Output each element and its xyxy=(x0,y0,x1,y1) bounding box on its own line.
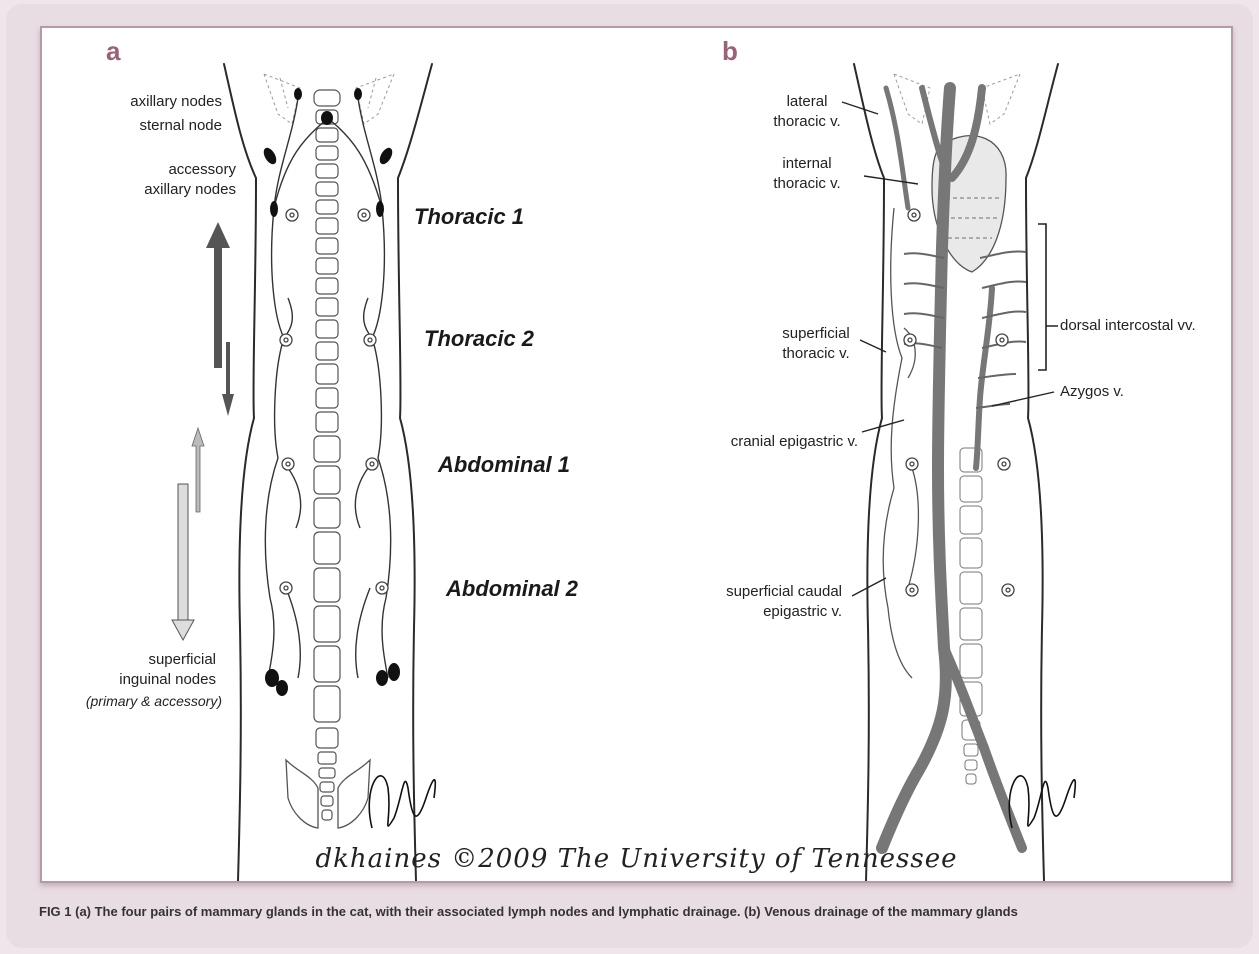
panel-label-b: b xyxy=(722,36,738,67)
drainage-arrows-a xyxy=(172,222,234,640)
copyright-credit: dkhaines ©2009 The University of Tenness… xyxy=(42,844,1231,874)
label-dorsal-intercostal-vv: dorsal intercostal vv. xyxy=(1060,316,1196,335)
label-superficial-thoracic-v: thoracic v. xyxy=(766,344,866,363)
label-primary-accessory: (primary & accessory) xyxy=(52,692,222,711)
label-inguinal-nodes: inguinal nodes xyxy=(62,670,216,689)
body-outline-b-right xyxy=(1026,64,1058,881)
panel-label-a: a xyxy=(106,36,120,67)
gland-label-abdominal-1: Abdominal 1 xyxy=(438,452,570,478)
anatomy-illustration xyxy=(42,28,1231,881)
label-lateral: lateral xyxy=(762,92,852,111)
nipples-b xyxy=(904,209,1014,596)
label-superficial-caudal: superficial caudal xyxy=(662,582,842,601)
figure-panel: a b axillary nodes sternal node accessor… xyxy=(40,26,1233,883)
body-outline-b-left xyxy=(854,64,884,881)
label-superficial-thoracic: superficial xyxy=(766,324,866,343)
label-caudal-epigastric-v: epigastric v. xyxy=(662,602,842,621)
bracket-dorsal-intercostal xyxy=(1038,224,1058,370)
body-outline-a-right xyxy=(398,64,432,881)
label-internal-thoracic-v: thoracic v. xyxy=(762,174,852,193)
label-sternal-node: sternal node xyxy=(82,116,222,135)
intercostal-vessels-b xyxy=(904,251,1026,408)
artist-signature-a xyxy=(369,776,435,828)
label-accessory: accessory xyxy=(82,160,236,179)
label-accessory-axillary-nodes: axillary nodes xyxy=(82,180,236,199)
figure-caption: FIG 1 (a) The four pairs of mammary glan… xyxy=(39,904,1229,920)
gland-label-thoracic-1: Thoracic 1 xyxy=(414,204,524,230)
label-internal: internal xyxy=(762,154,852,173)
spine-a xyxy=(314,90,340,820)
label-lateral-thoracic-v: thoracic v. xyxy=(762,112,852,131)
label-axillary-nodes: axillary nodes xyxy=(82,92,222,111)
gland-label-thoracic-2: Thoracic 2 xyxy=(424,326,534,352)
label-superficial: superficial xyxy=(62,650,216,669)
label-cranial-epigastric-v: cranial epigastric v. xyxy=(662,432,858,451)
label-azygos-v: Azygos v. xyxy=(1060,382,1124,401)
gland-label-abdominal-2: Abdominal 2 xyxy=(446,576,578,602)
